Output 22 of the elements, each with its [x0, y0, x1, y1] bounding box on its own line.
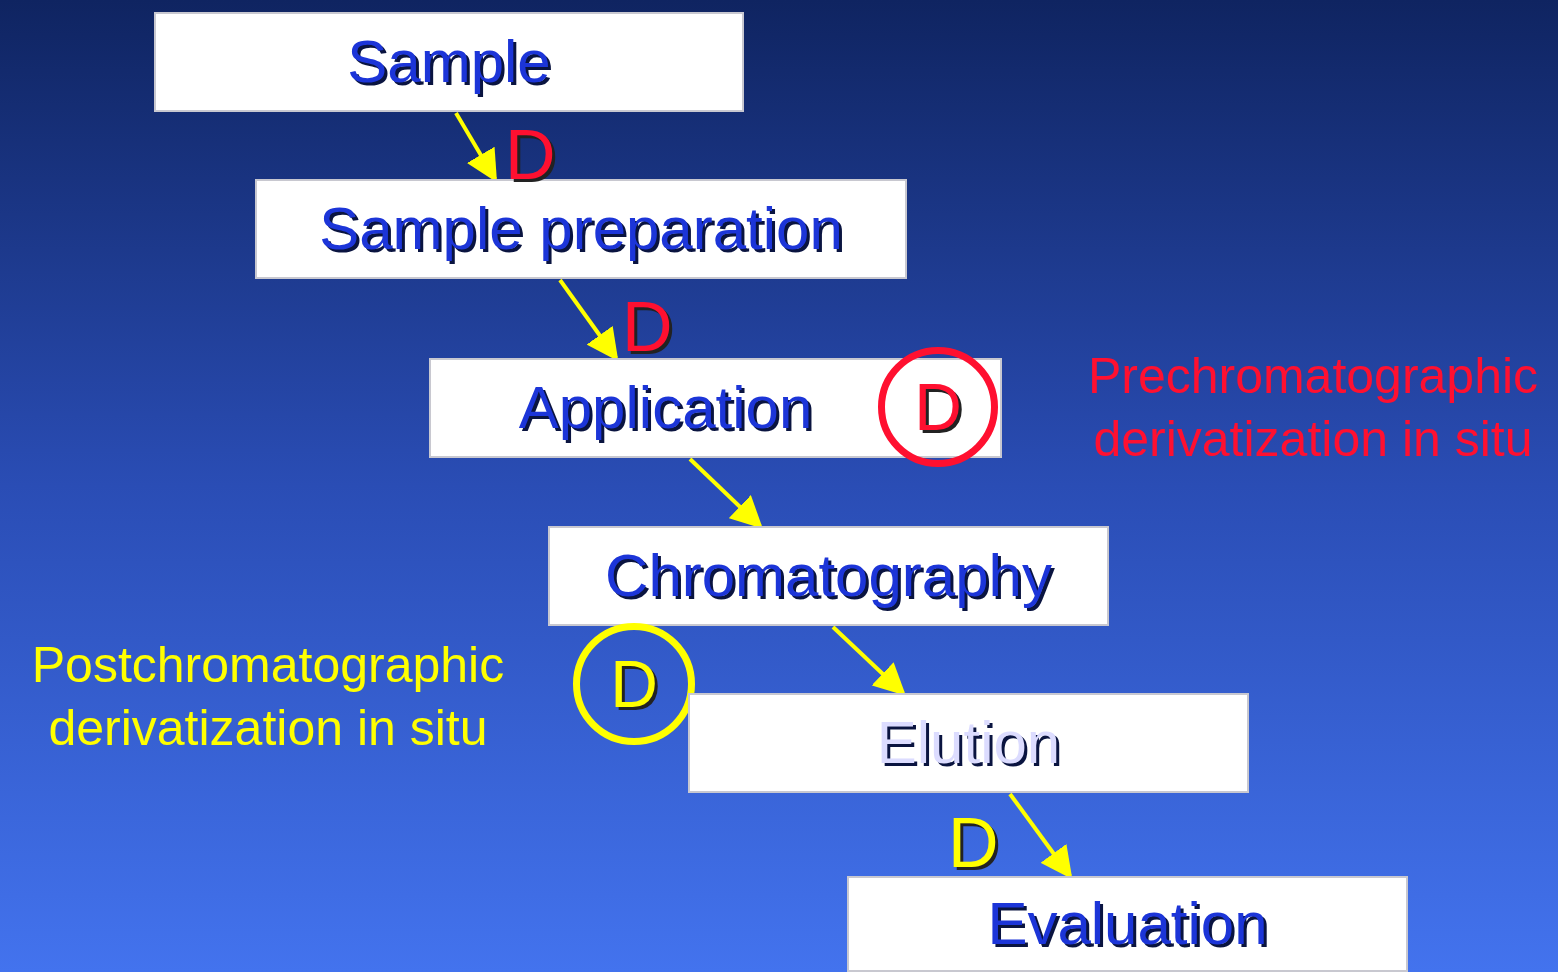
circled-mark — [878, 347, 998, 467]
process-box — [429, 358, 1002, 458]
process-box — [255, 179, 907, 279]
step-label: Chromatography — [605, 546, 1052, 606]
process-box — [548, 526, 1109, 626]
process-box — [154, 12, 744, 112]
step-label: Elution — [876, 713, 1061, 773]
arrow — [831, 625, 906, 696]
derivatization-mark: D — [610, 651, 658, 717]
annotation-text: Prechromatographic derivatization in situ — [1086, 347, 1540, 469]
step-label: Application — [518, 378, 813, 438]
arrow — [688, 457, 763, 529]
derivatization-mark: D — [505, 115, 557, 196]
process-box — [688, 693, 1249, 793]
step-label: Evaluation — [987, 894, 1268, 954]
derivatization-mark: D — [948, 803, 1000, 884]
step-label: Sample preparation — [319, 199, 843, 259]
process-box — [847, 876, 1408, 972]
annotation-text: Postchromatographic derivatization in situ — [30, 636, 506, 758]
derivatization-mark: D — [914, 374, 962, 440]
step-label: Sample — [347, 32, 551, 92]
derivatization-mark: D — [622, 287, 674, 368]
